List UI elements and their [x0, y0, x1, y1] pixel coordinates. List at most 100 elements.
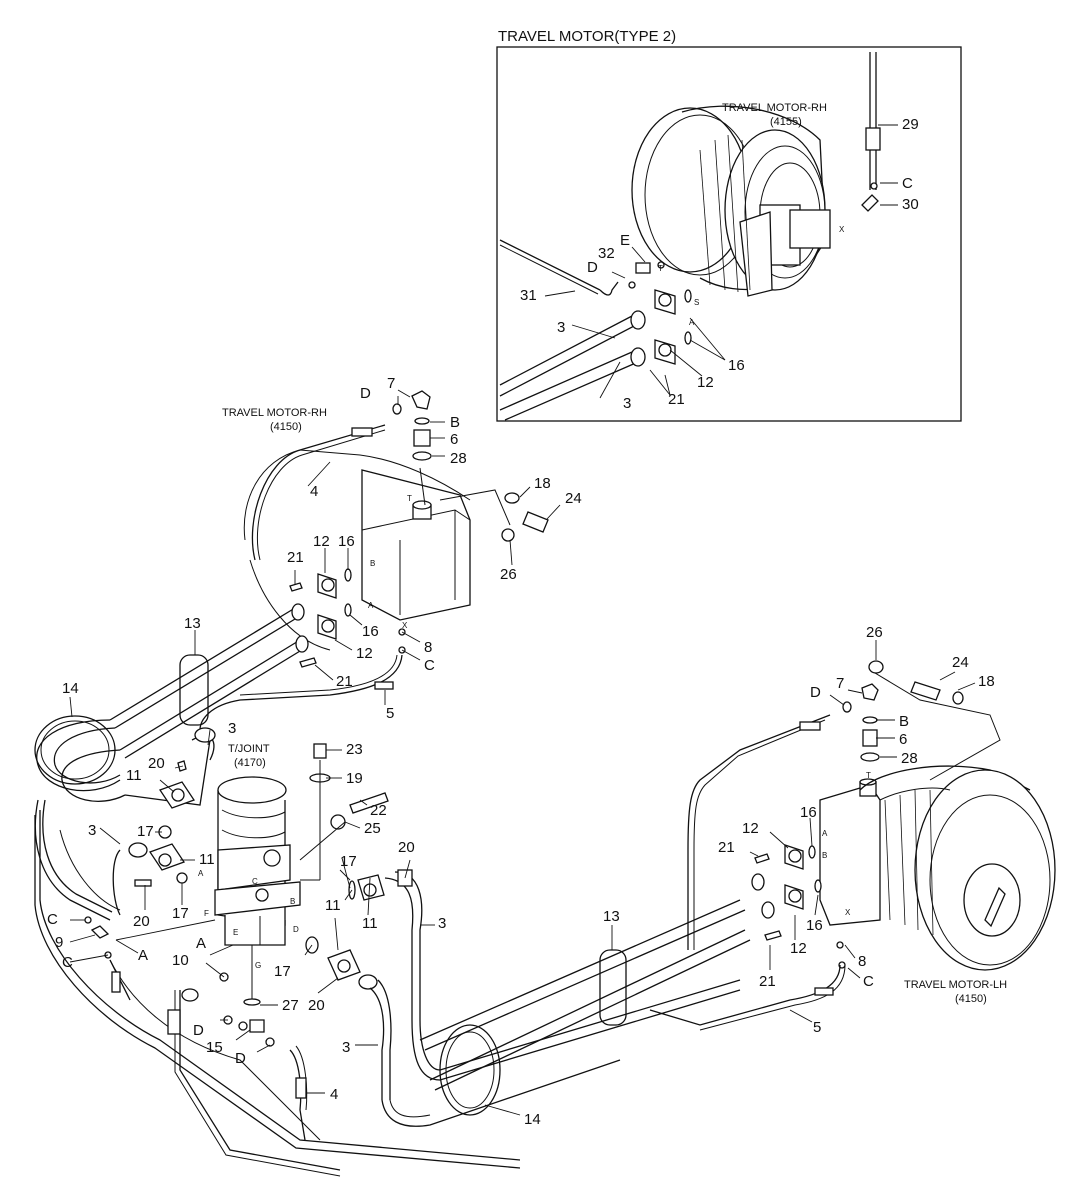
- tee-15: [249, 1019, 265, 1033]
- hose-5-rh: [199, 654, 403, 731]
- callout-17-tj-left: 17: [137, 823, 154, 840]
- callout-12-rh-bottom: 12: [356, 645, 373, 662]
- callout-b-rh: B: [450, 414, 460, 431]
- leader-lines: [69, 389, 976, 1116]
- callout-15: 15: [206, 1039, 223, 1056]
- callout-11-tj-right-b: 11: [362, 915, 378, 932]
- callout-4-lower: 4: [330, 1086, 338, 1103]
- clamp-13-left: [179, 654, 209, 726]
- callout-24-lh: 24: [952, 654, 969, 671]
- inset-panel: TRAVEL MOTOR(TYPE 2) TRAVEL MOTOR-RH (41…: [496, 28, 962, 422]
- callout-21-inset: 21: [668, 391, 685, 408]
- callout-3-lower: 3: [342, 1039, 350, 1056]
- lh-fittings: [751, 660, 964, 969]
- callout-4-rh: 4: [310, 483, 318, 500]
- lh-port-t: T: [866, 771, 871, 780]
- rh-motor-label: TRAVEL MOTOR-RH: [222, 407, 327, 419]
- lh-motor-code: (4150): [955, 993, 987, 1005]
- callout-d-lh: D: [810, 684, 821, 701]
- callout-18-rh: 18: [534, 475, 551, 492]
- hose-4-rh: [251, 424, 386, 561]
- callout-13-left: 13: [184, 615, 201, 632]
- tj-port-c: C: [252, 877, 258, 886]
- callout-21-lh-top: 21: [718, 839, 735, 856]
- callout-26-rh: 26: [500, 566, 517, 583]
- inset-motor-label: TRAVEL MOTOR-RH: [722, 102, 827, 114]
- callout-c-rh: C: [424, 657, 435, 674]
- callout-20-tj-bottom: 20: [308, 997, 325, 1014]
- callout-28-rh: 28: [450, 450, 467, 467]
- callout-c-lh: C: [863, 973, 874, 990]
- fitting-6-rh: [413, 429, 431, 447]
- callout-9: 9: [55, 934, 63, 951]
- callout-11-tj-right: 11: [325, 897, 341, 914]
- clamp-14-left: [34, 715, 116, 785]
- travel-motor-lh: TRAVEL MOTOR-LH (4150) T A B X: [819, 669, 1056, 1005]
- inset-port-x: X: [839, 225, 845, 234]
- tjoint-code: (4170): [234, 757, 266, 769]
- callout-20-tj-lower: 20: [133, 913, 150, 930]
- callout-21-lh-bottom: 21: [759, 973, 776, 990]
- callout-e-inset: E: [620, 232, 630, 249]
- callout-8-rh: 8: [424, 639, 432, 656]
- tjoint-fittings: [112, 727, 389, 1006]
- rh-motor-code: (4150): [270, 421, 302, 433]
- callout-17-tj-right: 17: [340, 853, 357, 870]
- callout-28-lh: 28: [901, 750, 918, 767]
- callout-30: 30: [902, 196, 919, 213]
- inset-port-s: S: [694, 298, 699, 307]
- tjoint-label: T/JOINT: [228, 743, 270, 755]
- callout-26-lh: 26: [866, 624, 883, 641]
- inset-title: TRAVEL MOTOR(TYPE 2): [498, 28, 676, 45]
- callout-d-lower-b: D: [235, 1050, 246, 1067]
- callout-32: 32: [598, 245, 615, 262]
- callout-c-left-bottom: C: [62, 954, 73, 971]
- inset-travel-motor: [631, 105, 831, 297]
- lh-port-b: B: [822, 851, 827, 860]
- tj-port-g: G: [255, 961, 261, 970]
- pipe-loop-left: [34, 654, 521, 1169]
- callout-24-rh: 24: [565, 490, 582, 507]
- rh-hoses: [199, 424, 403, 731]
- tj-port-a: A: [198, 869, 204, 878]
- callout-6-lh: 6: [899, 731, 907, 748]
- callout-3-tj-right: 3: [438, 915, 446, 932]
- callout-8-lh: 8: [858, 953, 866, 970]
- callout-b-lh: B: [899, 713, 909, 730]
- callout-16-lh-top: 16: [800, 804, 817, 821]
- callout-3-tj-left: 3: [88, 822, 96, 839]
- callout-12-lh-top: 12: [742, 820, 759, 837]
- callout-a-tj: A: [196, 935, 206, 952]
- callout-13-right: 13: [603, 908, 620, 925]
- callout-7-lh: 7: [836, 675, 844, 692]
- rh-main-pipes: [109, 603, 309, 759]
- inset-frame: [496, 46, 962, 422]
- callout-3-inset-bottom: 3: [623, 395, 631, 412]
- callout-17-tj-bottom: 17: [274, 963, 291, 980]
- clamp-13-right: [599, 949, 627, 1026]
- tj-port-e: E: [233, 928, 238, 937]
- rh-port-t: T: [407, 494, 412, 503]
- callout-16-inset: 16: [728, 357, 745, 374]
- turning-joint: T/JOINT (4170) A C B F E D G: [198, 743, 301, 1000]
- rh-port-a: A: [368, 601, 374, 610]
- callout-18-lh: 18: [978, 673, 995, 690]
- clamp-14-lower: [419, 899, 751, 1116]
- lh-motor-label: TRAVEL MOTOR-LH: [904, 979, 1007, 991]
- callout-21-rh-bottom: 21: [336, 673, 353, 690]
- tjoint-right-fittings: [305, 869, 741, 1127]
- callout-21-rh-top: 21: [287, 549, 304, 566]
- travel-motor-rh: TRAVEL MOTOR-RH (4150) T B A X: [222, 407, 511, 651]
- inset-flanges: [628, 182, 879, 365]
- callout-17-tj-lower: 17: [172, 905, 189, 922]
- callout-3-tj-top: 3: [228, 720, 236, 737]
- inset-main-pipes: [499, 310, 646, 421]
- callout-labels: 7 D B 6 28 4 18 24 26 12 16 21 16 13 8 1…: [47, 375, 995, 1128]
- callout-19: 19: [346, 770, 363, 787]
- callout-20-tj-right: 20: [398, 839, 415, 856]
- tj-port-b: B: [290, 897, 295, 906]
- callout-16-rh-top: 16: [338, 533, 355, 550]
- callout-d-lower-a: D: [193, 1022, 204, 1039]
- callout-14-left: 14: [62, 680, 79, 697]
